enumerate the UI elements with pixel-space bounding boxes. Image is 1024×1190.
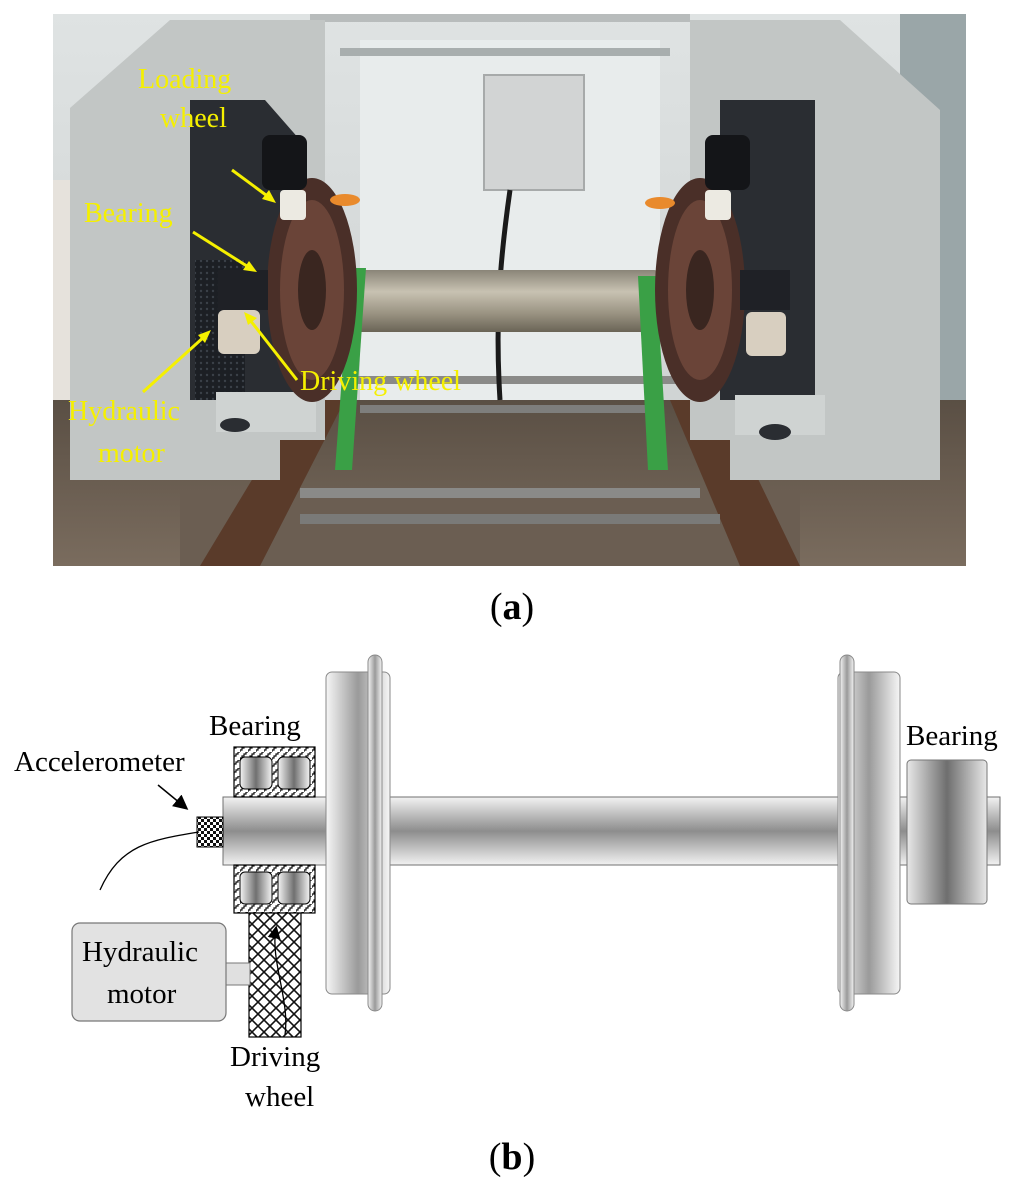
caption-b: (b) — [0, 1135, 1024, 1179]
arrow-hydraulic-motor — [141, 330, 211, 394]
accelerometer-cable — [99, 831, 200, 891]
arrow-driving-wheel — [244, 312, 299, 381]
left-bearing-bottom — [233, 864, 316, 914]
label-hydraulic-motor-line2: motor — [107, 978, 177, 1010]
hydraulic-motor — [71, 922, 251, 1022]
right-housing — [690, 20, 940, 480]
loading-wheels — [262, 135, 750, 220]
label-driving-wheel-line2: wheel — [245, 1081, 314, 1113]
label-bearing: Bearing — [84, 198, 173, 229]
caption-b-close: ) — [522, 1136, 536, 1178]
caption-a-open: ( — [489, 586, 503, 628]
caption-a: (a) — [0, 585, 1024, 629]
test-rig-photo: Loading wheel Bearing Driving wheel Hydr… — [53, 14, 966, 566]
right-wheel — [655, 178, 745, 402]
label-hydraulic-motor-line1: Hydraulic — [68, 396, 180, 427]
label-bearing-left: Bearing — [209, 710, 301, 742]
label-bearing-right: Bearing — [906, 720, 998, 752]
wheelset-schematic: Bearing Bearing Accelerometer Hydraulic … — [14, 654, 1001, 1113]
label-loading-wheel-line1: Loading — [138, 64, 231, 95]
axle — [350, 270, 660, 332]
straps — [335, 268, 668, 470]
left-bearing-top — [233, 746, 316, 798]
right-bearing-photo — [740, 270, 790, 356]
rail-tracks — [200, 376, 800, 566]
accelerometer-arrow — [157, 784, 189, 810]
label-accelerometer: Accelerometer — [14, 746, 185, 778]
right-bearing — [906, 759, 988, 905]
label-driving-wheel-line1: Driving — [230, 1041, 320, 1073]
driving-wheel-arrow — [267, 925, 287, 1036]
caption-a-close: ) — [521, 586, 535, 628]
label-hydraulic-motor-line1: Hydraulic — [82, 936, 198, 968]
label-driving-wheel: Driving wheel — [300, 366, 461, 397]
accelerometer — [196, 816, 224, 848]
right-wheel-schematic — [837, 654, 901, 1012]
top-frame-bars — [310, 14, 690, 56]
label-loading-wheel-line2: wheel — [160, 103, 227, 134]
arrow-loading-wheel — [231, 168, 276, 203]
left-wheel — [267, 178, 357, 402]
caption-b-open: ( — [488, 1136, 502, 1178]
caption-a-letter: a — [502, 586, 522, 628]
arrow-bearing — [192, 230, 257, 272]
caption-b-letter: b — [501, 1136, 523, 1178]
left-wheel-schematic — [325, 654, 391, 1012]
left-bearing — [218, 270, 268, 310]
label-hydraulic-motor-line2: motor — [98, 438, 166, 469]
